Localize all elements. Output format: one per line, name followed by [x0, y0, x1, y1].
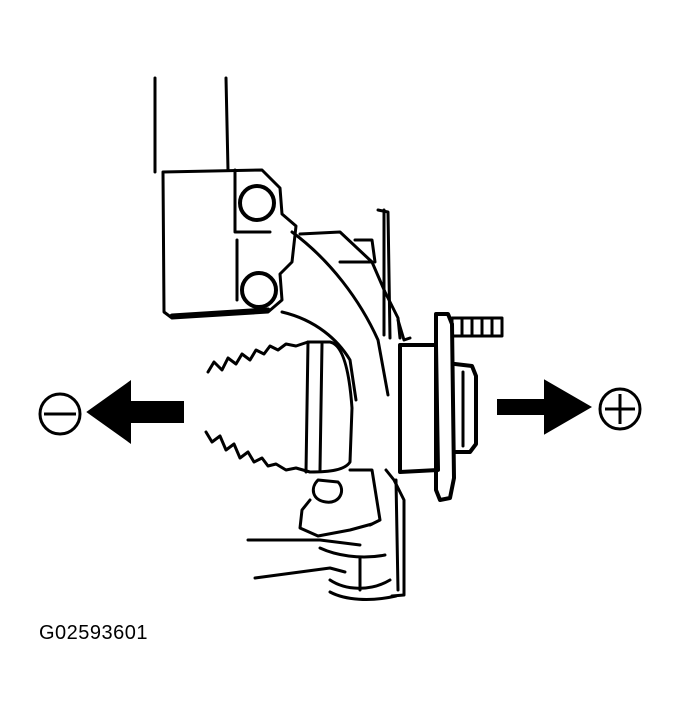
strut-tube: [153, 76, 230, 174]
negative-direction-arrow: [86, 380, 184, 444]
drive-shaft-joint: [304, 340, 354, 474]
hub-flange: [434, 312, 456, 502]
plus-in-circle-icon: [598, 387, 642, 431]
hub-center: [453, 362, 478, 454]
lower-ball-joint: [246, 478, 398, 601]
wheel-stud: [450, 316, 504, 338]
bracket-bolt-lower: [240, 271, 278, 309]
figure-code: G02593601: [39, 622, 149, 644]
hub-carrier: [398, 343, 440, 474]
steering-knuckle: [280, 208, 412, 598]
cv-boot: [204, 340, 312, 474]
minus-in-circle-icon: [38, 392, 82, 436]
strut-bracket: [161, 168, 298, 320]
bracket-bolt-upper: [238, 184, 276, 222]
positive-direction-arrow: [497, 379, 592, 435]
